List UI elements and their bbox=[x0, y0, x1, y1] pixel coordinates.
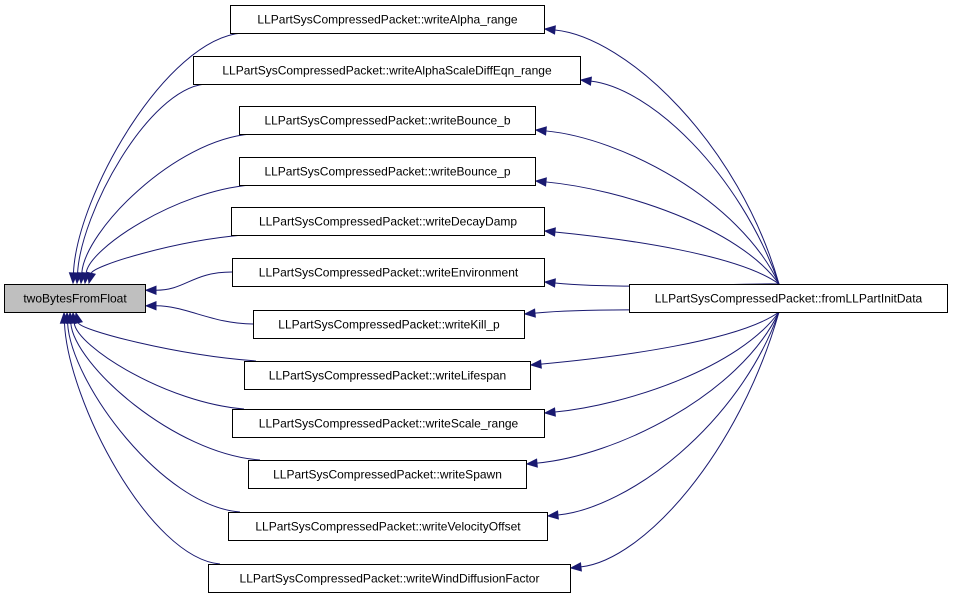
node-write-spawn[interactable]: LLPartSysCompressedPacket::writeSpawn bbox=[248, 460, 527, 489]
edge-caller-to-write-kill-p-arrow bbox=[523, 308, 536, 318]
node-write-lifespan-label: LLPartSysCompressedPacket::writeLifespan bbox=[269, 369, 506, 383]
edge-caller-to-write-scale-range-line bbox=[554, 311, 780, 413]
node-write-lifespan[interactable]: LLPartSysCompressedPacket::writeLifespan bbox=[244, 361, 531, 390]
edge-write-alpha-scale-diff-eqn-range-to-root-line bbox=[77, 83, 206, 274]
edge-write-wind-diffusion-factor-to-root-arrow bbox=[59, 311, 70, 324]
node-two-bytes-from-float[interactable]: twoBytesFromFloat bbox=[4, 284, 146, 313]
node-write-environment-box[interactable] bbox=[232, 258, 545, 287]
node-write-environment-label: LLPartSysCompressedPacket::writeEnvironm… bbox=[259, 266, 519, 280]
edge-write-alpha-range-to-root-line bbox=[72, 32, 243, 274]
edge-caller-to-write-spawn-arrow bbox=[525, 458, 538, 468]
edge-caller-to-write-wind-diffusion-factor-line bbox=[580, 311, 780, 568]
node-write-velocity-offset[interactable]: LLPartSysCompressedPacket::writeVelocity… bbox=[228, 512, 548, 541]
node-write-wind-diffusion-factor[interactable]: LLPartSysCompressedPacket::writeWindDiff… bbox=[208, 564, 571, 593]
edge-caller-to-write-decay-damp-line bbox=[554, 231, 780, 285]
node-write-kill-p-box[interactable] bbox=[253, 310, 525, 339]
edges-layer bbox=[59, 25, 780, 572]
edge-caller-to-write-bounce-p-arrow bbox=[534, 177, 547, 187]
node-write-velocity-offset-box[interactable] bbox=[228, 512, 548, 541]
edge-caller-to-write-bounce-p-line bbox=[545, 181, 780, 285]
node-write-scale-range-box[interactable] bbox=[232, 409, 545, 438]
edge-caller-to-write-wind-diffusion-factor-arrow bbox=[569, 562, 582, 572]
node-write-velocity-offset-label: LLPartSysCompressedPacket::writeVelocity… bbox=[255, 520, 521, 534]
node-write-bounce-b-label: LLPartSysCompressedPacket::writeBounce_b bbox=[264, 114, 510, 128]
node-write-alpha-range-label: LLPartSysCompressedPacket::writeAlpha_ra… bbox=[257, 13, 517, 27]
edge-write-spawn-to-root-line bbox=[70, 322, 261, 461]
node-write-decay-damp[interactable]: LLPartSysCompressedPacket::writeDecayDam… bbox=[231, 207, 545, 236]
edge-caller-to-write-alpha-scale-diff-eqn-range-line bbox=[590, 80, 780, 285]
node-from-ll-part-init-data-label: LLPartSysCompressedPacket::fromLLPartIni… bbox=[655, 292, 923, 306]
edge-write-kill-p-to-root-line bbox=[155, 305, 254, 325]
node-two-bytes-from-float-label: twoBytesFromFloat bbox=[23, 292, 127, 306]
edge-write-bounce-b-to-root-line bbox=[81, 133, 252, 274]
node-write-lifespan-box[interactable] bbox=[244, 361, 531, 390]
edge-write-scale-range-to-root-line bbox=[73, 322, 245, 410]
node-write-alpha-range[interactable]: LLPartSysCompressedPacket::writeAlpha_ra… bbox=[230, 5, 545, 34]
node-from-ll-part-init-data[interactable]: LLPartSysCompressedPacket::fromLLPartIni… bbox=[629, 284, 948, 313]
edge-caller-to-write-alpha-range-line bbox=[554, 29, 780, 285]
nodes-layer: LLPartSysCompressedPacket::writeAlpha_ra… bbox=[4, 5, 948, 593]
node-two-bytes-from-float-box[interactable] bbox=[4, 284, 146, 313]
node-write-bounce-p-box[interactable] bbox=[239, 157, 536, 186]
edge-write-kill-p-to-root-arrow bbox=[144, 301, 157, 311]
edge-write-environment-to-root-line bbox=[155, 271, 233, 291]
edge-caller-to-write-lifespan-line bbox=[540, 311, 780, 365]
node-write-decay-damp-box[interactable] bbox=[231, 207, 545, 236]
edge-caller-to-write-scale-range-arrow bbox=[543, 407, 556, 417]
node-write-alpha-scale-diff-eqn-range-box[interactable] bbox=[193, 56, 581, 85]
node-write-alpha-range-box[interactable] bbox=[230, 5, 545, 34]
node-write-bounce-b-box[interactable] bbox=[239, 106, 536, 135]
node-from-ll-part-init-data-box[interactable] bbox=[629, 284, 948, 313]
edge-caller-to-write-velocity-offset-arrow bbox=[546, 510, 559, 520]
node-write-decay-damp-label: LLPartSysCompressedPacket::writeDecayDam… bbox=[259, 215, 517, 229]
node-write-kill-p[interactable]: LLPartSysCompressedPacket::writeKill_p bbox=[253, 310, 525, 339]
node-write-wind-diffusion-factor-box[interactable] bbox=[208, 564, 571, 593]
edge-write-decay-damp-to-root-arrow bbox=[86, 271, 96, 285]
edge-write-environment-to-root-arrow bbox=[144, 285, 157, 295]
edge-write-wind-diffusion-factor-to-root-line bbox=[63, 322, 221, 565]
edge-write-lifespan-to-root-line bbox=[77, 322, 257, 362]
edge-caller-to-write-alpha-scale-diff-eqn-range-arrow bbox=[579, 76, 592, 86]
edge-caller-to-write-spawn-line bbox=[536, 311, 780, 464]
node-write-spawn-box[interactable] bbox=[248, 460, 527, 489]
edge-caller-to-write-bounce-b-line bbox=[545, 130, 780, 285]
node-write-kill-p-label: LLPartSysCompressedPacket::writeKill_p bbox=[278, 318, 500, 332]
edge-caller-to-write-lifespan-arrow bbox=[529, 359, 542, 369]
node-write-alpha-scale-diff-eqn-range-label: LLPartSysCompressedPacket::writeAlphaSca… bbox=[222, 64, 552, 78]
edge-write-bounce-p-to-root-line bbox=[85, 184, 252, 274]
edge-caller-to-write-alpha-range-arrow bbox=[543, 25, 556, 35]
edge-caller-to-write-velocity-offset-line bbox=[557, 311, 780, 516]
node-write-alpha-scale-diff-eqn-range[interactable]: LLPartSysCompressedPacket::writeAlphaSca… bbox=[193, 56, 581, 85]
node-write-scale-range-label: LLPartSysCompressedPacket::writeScale_ra… bbox=[259, 417, 519, 431]
edge-write-velocity-offset-to-root-line bbox=[67, 322, 241, 513]
node-write-environment[interactable]: LLPartSysCompressedPacket::writeEnvironm… bbox=[232, 258, 545, 287]
edge-caller-to-write-decay-damp-arrow bbox=[543, 227, 556, 237]
node-write-bounce-p[interactable]: LLPartSysCompressedPacket::writeBounce_p bbox=[239, 157, 536, 186]
edge-caller-to-write-environment-arrow bbox=[543, 278, 556, 288]
edge-caller-to-write-bounce-b-arrow bbox=[534, 126, 547, 136]
node-write-scale-range[interactable]: LLPartSysCompressedPacket::writeScale_ra… bbox=[232, 409, 545, 438]
node-write-bounce-p-label: LLPartSysCompressedPacket::writeBounce_p bbox=[264, 165, 510, 179]
node-write-spawn-label: LLPartSysCompressedPacket::writeSpawn bbox=[273, 468, 502, 482]
node-write-bounce-b[interactable]: LLPartSysCompressedPacket::writeBounce_b bbox=[239, 106, 536, 135]
node-write-wind-diffusion-factor-label: LLPartSysCompressedPacket::writeWindDiff… bbox=[240, 572, 540, 586]
edge-write-decay-damp-to-root-line bbox=[90, 234, 244, 274]
